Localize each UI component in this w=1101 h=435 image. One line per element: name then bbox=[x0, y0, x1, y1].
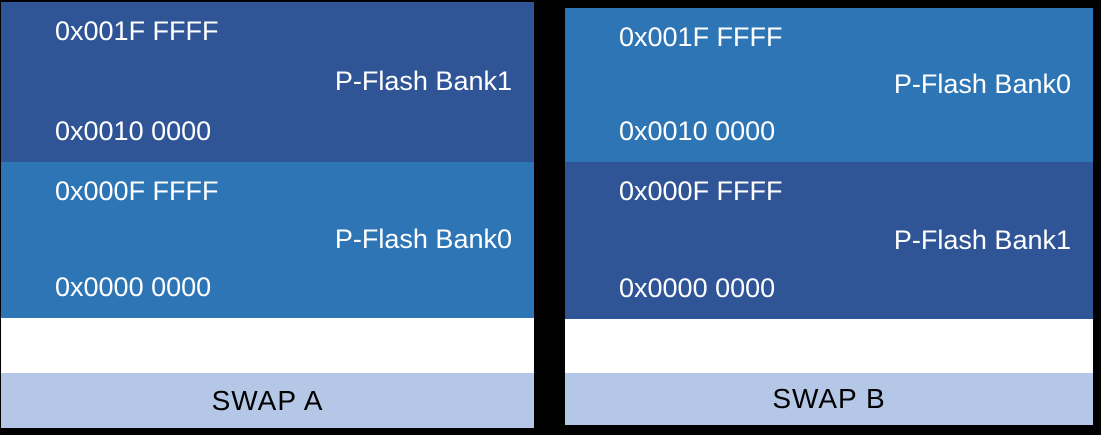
address-high: 0x000F FFFF bbox=[619, 176, 783, 206]
pflash-bank1-block-swap-b: 0x000F FFFF P-Flash Bank1 0x0000 0000 bbox=[565, 162, 1093, 319]
bank-label: P-Flash Bank0 bbox=[893, 69, 1071, 99]
unmapped-gap bbox=[1, 318, 534, 373]
address-high: 0x001F FFFF bbox=[619, 22, 783, 52]
bank-label: P-Flash Bank1 bbox=[893, 224, 1071, 255]
pflash-bank1-block-swap-a: 0x001F FFFF P-Flash Bank1 0x0010 0000 bbox=[1, 2, 534, 162]
address-high: 0x001F FFFF bbox=[55, 16, 219, 46]
swap-b-diagram: 0x001F FFFF P-Flash Bank0 0x0010 0000 0x… bbox=[565, 8, 1093, 425]
address-low: 0x0010 0000 bbox=[619, 116, 776, 146]
swap-a-diagram: 0x001F FFFF P-Flash Bank1 0x0010 0000 0x… bbox=[1, 2, 534, 428]
bank-label: P-Flash Bank0 bbox=[334, 224, 512, 254]
address-low: 0x0010 0000 bbox=[55, 116, 212, 146]
address-high: 0x000F FFFF bbox=[55, 176, 219, 206]
address-low: 0x0000 0000 bbox=[55, 272, 212, 302]
bank-label: P-Flash Bank1 bbox=[334, 66, 512, 96]
swap-a-bar: SWAP A bbox=[1, 373, 534, 428]
pflash-bank0-block-swap-b: 0x001F FFFF P-Flash Bank0 0x0010 0000 bbox=[565, 8, 1093, 162]
pflash-bank0-block-swap-a: 0x000F FFFF P-Flash Bank0 0x0000 0000 bbox=[1, 162, 534, 318]
address-low: 0x0000 0000 bbox=[619, 273, 776, 303]
swap-b-bar: SWAP B bbox=[565, 373, 1093, 425]
unmapped-gap bbox=[565, 319, 1093, 373]
